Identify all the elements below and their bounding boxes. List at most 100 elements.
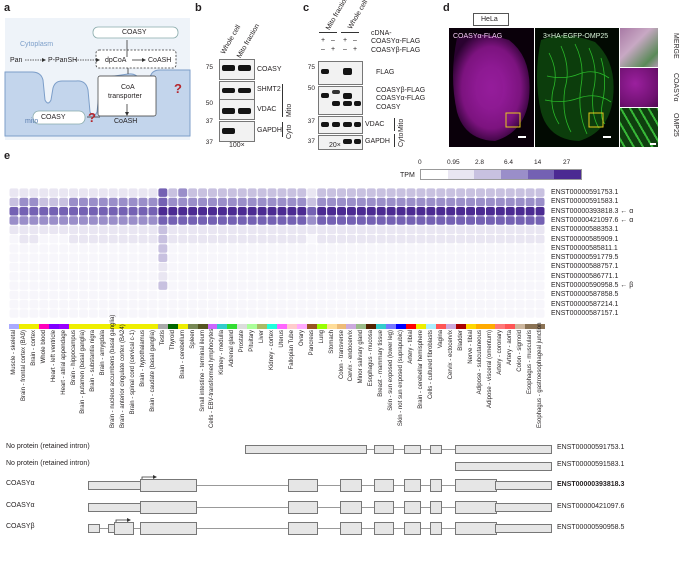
heatmap-cell (356, 290, 366, 300)
heatmap-cell (515, 197, 525, 207)
tissue-label: Adrenal gland (229, 330, 236, 368)
tissue-label: Esophagus - muscularis (527, 330, 534, 395)
heatmap-cell (208, 197, 217, 207)
tpm-bar (420, 169, 582, 180)
heatmap-cell (505, 272, 515, 281)
question-mark-2: ? (174, 81, 182, 96)
tissue-label: Esophagus - gastroesophageal junction (537, 322, 544, 429)
protein-flag: FLAG (376, 69, 395, 76)
heatmap-cell (247, 234, 257, 244)
heatmap-cell (327, 290, 337, 300)
tpm-bar-segment (554, 170, 582, 179)
heatmap-cell (237, 290, 247, 300)
tpm-bar-segment (474, 170, 502, 179)
heatmap-cell (456, 309, 466, 318)
tissue-label: Kidney - cortex (269, 330, 276, 371)
heatmap-cell (525, 197, 535, 207)
heatmap-cell (525, 234, 535, 244)
tissue-label: Brain - cerebellar hemisphere (417, 330, 424, 409)
heatmap-cell (317, 188, 327, 197)
heatmap-cell (98, 225, 108, 235)
heatmap-cell (168, 225, 178, 235)
heatmap-cell (178, 272, 188, 281)
heatmap-cell (346, 309, 356, 318)
heatmap-cell (98, 244, 108, 253)
heatmap-cell (88, 225, 98, 235)
heatmap-cell (78, 281, 88, 290)
heatmap-cell (346, 207, 356, 216)
heatmap-cell (386, 216, 396, 225)
heatmap-cell (118, 225, 128, 235)
heatmap-cell (396, 290, 406, 300)
heatmap-cell (485, 253, 495, 262)
heatmap-cell (466, 262, 476, 272)
heatmap-cell (178, 309, 188, 318)
heatmap-cell (257, 281, 267, 290)
heatmap-cell (346, 188, 356, 197)
heatmap-cell (277, 253, 287, 262)
heatmap-cell (476, 244, 485, 253)
tissue-label: Testis (159, 330, 166, 346)
heatmap-cell (29, 207, 39, 216)
heatmap-cell (337, 234, 346, 244)
tissue-label: Brain - substantia nigra (90, 330, 97, 392)
heatmap-cell (436, 309, 446, 318)
heatmap-cell (297, 216, 307, 225)
tissue-color-swatch (535, 324, 545, 330)
exon-4a (88, 503, 142, 512)
tissue-label: Heart - atrial appendage (60, 330, 67, 395)
heatmap-cell (198, 309, 208, 318)
heatmap-cell (49, 262, 59, 272)
heatmap-cell (416, 197, 426, 207)
heatmap-cell (138, 207, 148, 216)
heatmap-cell (446, 290, 456, 300)
band-vdac-4 (354, 122, 361, 127)
tpm-colorbar: TPM 0 0.95 2.8 6.4 14 27 (400, 154, 582, 184)
heatmap-cell (327, 197, 337, 207)
heatmap-cell (138, 272, 148, 281)
heatmap-cell (49, 300, 59, 309)
heatmap-cell (515, 225, 525, 235)
blot-vdac (219, 99, 255, 120)
heatmap-cell (247, 253, 257, 262)
heatmap-cell (19, 234, 29, 244)
heatmap-cell (386, 207, 396, 216)
heatmap-cell (456, 272, 466, 281)
heatmap-cell (217, 262, 227, 272)
heatmap-cell (217, 197, 227, 207)
heatmap-cell (168, 234, 178, 244)
heatmap-cell (535, 188, 545, 197)
tissue-label: Colon - sigmoid (517, 330, 524, 372)
tissue-label: Esophagus - mucosa (368, 330, 375, 387)
heatmap-cell (535, 244, 545, 253)
heatmap-cell (138, 225, 148, 235)
tissue-label: Brain - anterior cingulate cortex (BA24) (120, 324, 127, 429)
protein-coasy: COASY (257, 66, 282, 73)
heatmap-cell (69, 253, 78, 262)
heatmap-cell (198, 207, 208, 216)
heatmap-cell (327, 281, 337, 290)
heatmap-cell (98, 207, 108, 216)
heatmap-cell (426, 188, 436, 197)
heatmap-cell (118, 281, 128, 290)
heatmap-cell (59, 244, 69, 253)
heatmap-cell (505, 253, 515, 262)
band-coasy-wc (222, 65, 235, 71)
heatmap-cell (426, 225, 436, 235)
heatmap-cell (39, 300, 49, 309)
heatmap-transcript-label: ENST00000585909.1 (551, 235, 619, 243)
heatmap-cell (366, 300, 376, 309)
heatmap-cell (287, 216, 297, 225)
heatmap-cell (9, 272, 19, 281)
heatmap-cell (456, 207, 466, 216)
tissue-color-swatch (376, 324, 387, 330)
lane-bar-whole (341, 32, 359, 33)
exon-3e (374, 479, 394, 492)
heatmap-cell (436, 244, 446, 253)
heatmap-cell (247, 216, 257, 225)
heatmap-cell (237, 197, 247, 207)
heatmap-cell (406, 272, 416, 281)
heatmap-cell (257, 234, 267, 244)
heatmap-cell (118, 290, 128, 300)
heatmap-cell (98, 290, 108, 300)
